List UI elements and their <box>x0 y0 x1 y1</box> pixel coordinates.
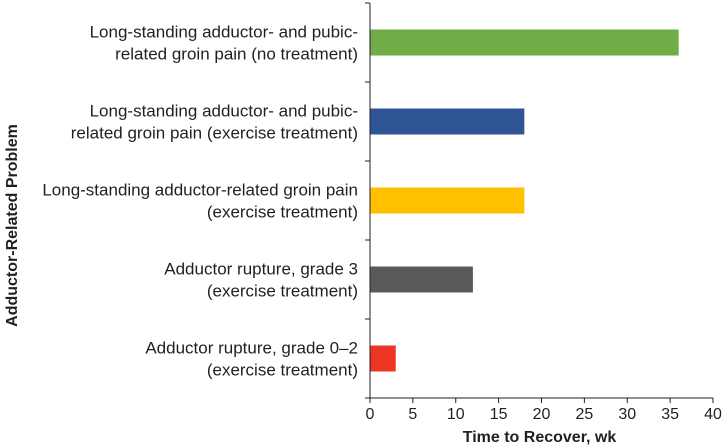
bar-5 <box>370 345 396 372</box>
category-label-line: Long-standing adductor- and pubic- <box>90 23 358 42</box>
axes <box>365 2 714 403</box>
x-axis-title: Time to Recover, wk <box>463 429 617 446</box>
category-label-line: (exercise treatment) <box>207 203 358 222</box>
y-axis-title: Adductor-Related Problem <box>4 124 21 327</box>
x-tick-label: 10 <box>447 406 465 423</box>
category-label-line: Long-standing adductor- and pubic- <box>90 102 358 121</box>
category-label-line: related groin pain (exercise treatment) <box>71 124 358 143</box>
x-tick-label: 40 <box>704 406 722 423</box>
category-label-1: Long-standing adductor- and pubic-relate… <box>90 23 358 64</box>
x-tick-label: 5 <box>408 406 417 423</box>
category-label-3: Long-standing adductor-related groin pai… <box>42 181 358 222</box>
bars <box>370 29 679 372</box>
x-tick-label: 35 <box>661 406 679 423</box>
bar-3 <box>370 187 525 214</box>
category-label-line: (exercise treatment) <box>207 361 358 380</box>
category-label-line: Adductor rupture, grade 3 <box>164 260 358 279</box>
x-tick-label: 15 <box>490 406 508 423</box>
x-tick-label: 20 <box>533 406 551 423</box>
category-label-5: Adductor rupture, grade 0–2 (exercise tre… <box>145 339 358 380</box>
category-label-4: Adductor rupture, grade 3 (exercise treat… <box>164 260 358 301</box>
x-tick-labels: 0 5 10 15 20 25 30 35 40 <box>366 406 722 423</box>
x-tick-label: 25 <box>575 406 593 423</box>
x-tick-label: 30 <box>618 406 636 423</box>
category-label-2: Long-standing adductor- and pubic-relate… <box>71 102 358 143</box>
category-label-line: related groin pain (no treatment) <box>115 45 358 64</box>
category-labels: Long-standing adductor- and pubic-relate… <box>42 23 358 380</box>
bar-4 <box>370 266 473 293</box>
category-label-line: Adductor rupture, grade 0–2 <box>145 339 358 358</box>
bar-1 <box>370 29 679 56</box>
category-label-line: Long-standing adductor-related groin pai… <box>42 181 358 200</box>
category-label-line: (exercise treatment) <box>207 282 358 301</box>
bar-2 <box>370 108 525 135</box>
x-tick-label: 0 <box>366 406 375 423</box>
